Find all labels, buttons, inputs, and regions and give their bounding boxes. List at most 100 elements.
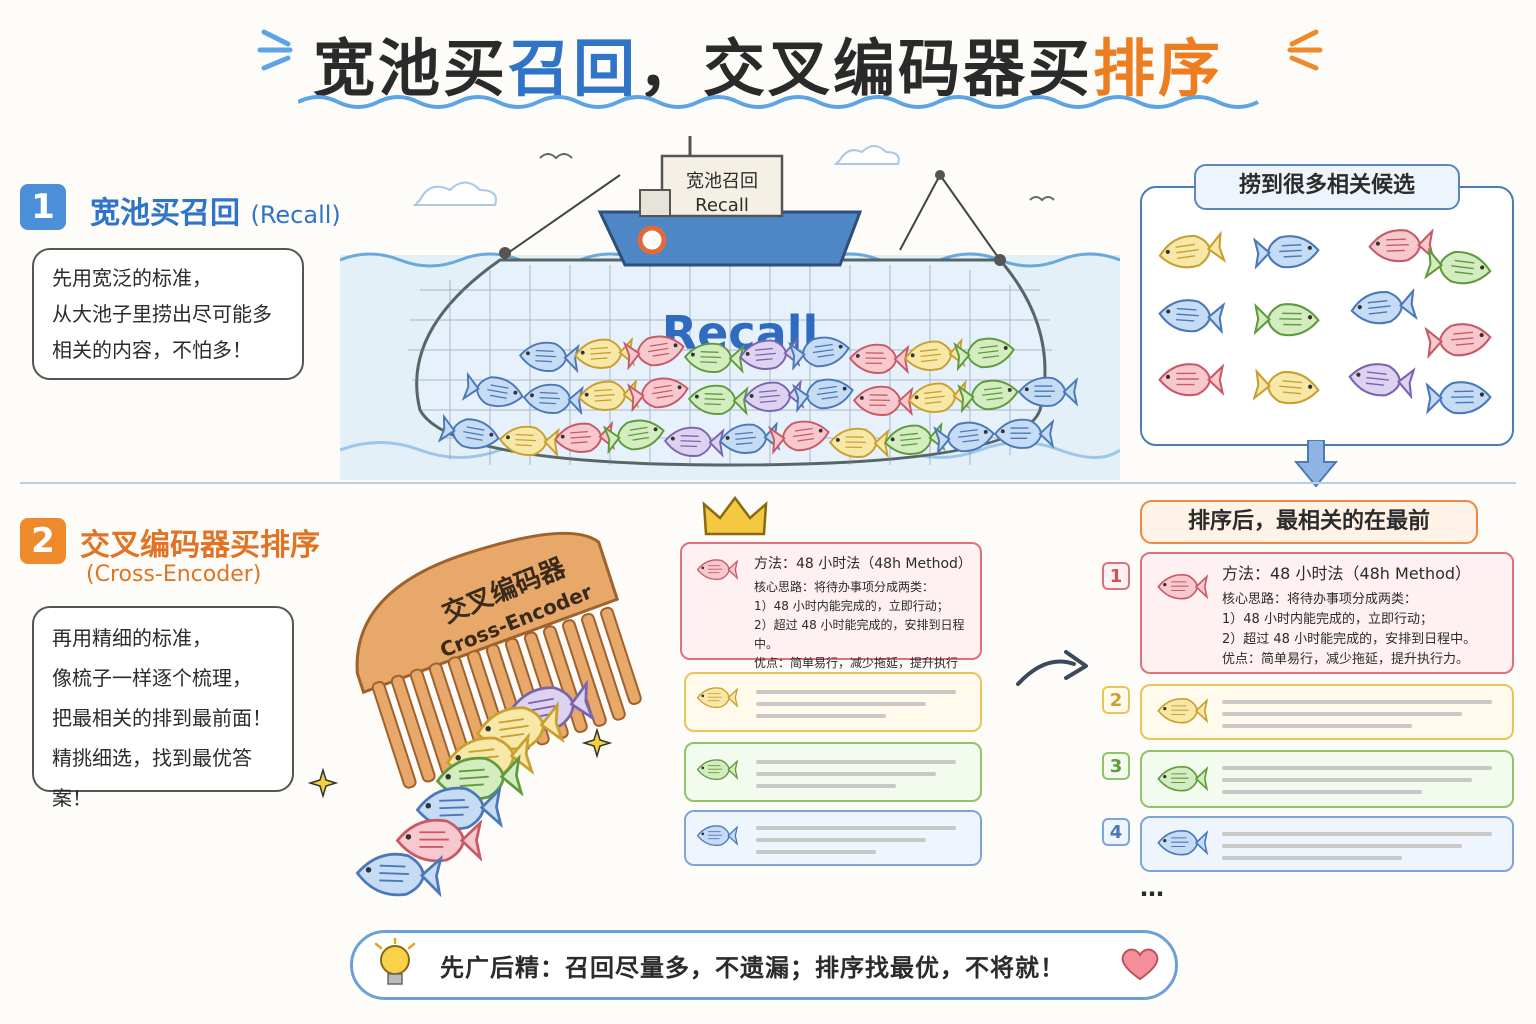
section-1-title-en: (Recall) (250, 201, 341, 229)
fish-icon (1157, 574, 1208, 600)
placeholder-line (1222, 844, 1462, 848)
boat-sign-en: Recall (695, 195, 749, 216)
net-fish-group (437, 330, 1078, 470)
fish-icon (437, 413, 500, 450)
right-sparkle-icon (1287, 29, 1323, 71)
fish-icon (957, 379, 1019, 414)
fish-icon (791, 378, 854, 414)
placeholder-line (756, 714, 886, 718)
rank-badge: 2 (1102, 686, 1130, 714)
recall-bubble-line: 从大池子里捞出尽可能多 (52, 302, 272, 326)
fish-icon (933, 421, 995, 456)
fish-icon (993, 418, 1054, 449)
placeholder-line (756, 850, 876, 854)
fish-icon (1157, 830, 1208, 856)
fish-icon (1253, 302, 1320, 337)
fish-icon (696, 687, 738, 708)
fish-icon (718, 421, 781, 454)
placeholder-line (1222, 832, 1492, 836)
fish-icon (522, 383, 584, 416)
fish-icon (1425, 381, 1492, 415)
section-1-badge: 1 (20, 184, 66, 230)
card-line: 核心思路：将待办事项分成两类： (754, 580, 935, 594)
down-arrow-icon (1294, 440, 1338, 488)
recall-bubble-line: 先用宽泛的标准， (52, 266, 212, 290)
fish-icon (1158, 299, 1226, 335)
rerank-speech-bubble: 再用精细的标准， 像梳子一样逐个梳理， 把最相关的排到最前面！ 精挑细选，找到最… (32, 606, 294, 810)
sorted-label: 排序后，最相关的在最前 (1140, 500, 1478, 544)
heart-icon (1121, 948, 1159, 981)
title-part-4: 排序 (1093, 32, 1224, 105)
card-line: 优点：简单易行，减少拖延，提升执行力。 (1222, 652, 1470, 667)
fish-icon (1423, 247, 1492, 285)
fish-icon (1424, 323, 1492, 360)
placeholder-line (1222, 778, 1472, 782)
fish-icon (626, 377, 689, 413)
placeholder-line (1222, 790, 1422, 794)
placeholder-line (1222, 712, 1462, 716)
placeholder-line (756, 826, 956, 830)
placeholder-line (756, 702, 926, 706)
sparkle-icon (582, 728, 612, 758)
fish-icon (1157, 766, 1208, 792)
section-divider (20, 482, 1516, 484)
card-line: 2）超过 48 小时能完成的，安排到日程中。 (754, 618, 965, 651)
rerank-bubble-line: 精挑细选，找到最优答案！ (52, 746, 252, 810)
sparkle-icon (308, 768, 338, 798)
section-2-title-en: (Cross-Encoder) (86, 562, 262, 587)
candidate-fish-group (1150, 220, 1500, 430)
fish-icon (498, 425, 560, 458)
fish-icon (663, 426, 725, 458)
placeholder-line (1222, 724, 1412, 728)
title-part-1: 宽池买 (312, 32, 508, 105)
recall-speech-bubble: 先用宽泛的标准， 从大池子里捞出尽可能多 相关的内容，不怕多！ (32, 248, 304, 380)
fish-icon (395, 818, 482, 863)
fish-icon (953, 337, 1015, 372)
combed-fish-group (340, 670, 596, 900)
fish-icon (602, 419, 665, 455)
card-line: 核心思路：将待办事项分成两类： (1222, 592, 1418, 607)
card-body: 核心思路：将待办事项分成两类： 1）48 小时内能完成的，立即行动； 2）超过 … (1222, 590, 1476, 670)
fish-icon (1158, 230, 1227, 269)
section-2-badge: 2 (20, 518, 66, 564)
title-part-2: 召回 (507, 32, 638, 105)
fish-icon (1157, 698, 1208, 724)
fish-icon (852, 385, 914, 417)
candidates-label: 捞到很多相关候选 (1194, 164, 1460, 210)
rerank-bubble-line: 再用精细的标准， (52, 626, 212, 650)
placeholder-line (756, 690, 956, 694)
placeholder-line (756, 772, 936, 776)
placeholder-line (1222, 856, 1402, 860)
fish-icon (1252, 368, 1320, 405)
placeholder-line (756, 838, 926, 842)
section-2-title: 交叉编码器买排序 (80, 528, 320, 563)
curved-arrow-icon (1016, 650, 1088, 686)
fish-icon (687, 384, 749, 416)
rerank-bubble-line: 把最相关的排到最前面！ (52, 706, 272, 730)
section-1-title-cn: 宽池买召回 (90, 196, 240, 231)
rank-badge: 1 (1102, 562, 1130, 590)
lightbulb-icon (374, 938, 416, 985)
placeholder-line (756, 760, 956, 764)
fish-icon (696, 825, 738, 846)
fish-icon (787, 336, 850, 372)
card-heading: 方法：48 小时法（48h Method） (1222, 564, 1472, 583)
card-line: 1）48 小时内能完成的，立即行动； (1222, 612, 1433, 627)
placeholder-line (1222, 700, 1492, 704)
crown-icon (702, 495, 768, 536)
card-body: 核心思路：将待办事项分成两类： 1）48 小时内能完成的，立即行动； 2）超过 … (754, 578, 980, 692)
boat-sign-cn: 宽池召回 (686, 171, 758, 192)
fish-icon (696, 759, 738, 780)
page-title: 宽池买召回，交叉编码器买排序 (0, 18, 1536, 108)
fish-icon (1158, 363, 1224, 397)
fish-icon (1350, 287, 1418, 325)
result-card-1: 方法：48 小时法（48h Method） 核心思路：将待办事项分成两类： 1）… (1140, 552, 1514, 674)
fish-icon (1348, 363, 1416, 400)
rerank-bubble-line: 像梳子一样逐个梳理， (52, 666, 252, 690)
rank-badge: 4 (1102, 818, 1130, 846)
title-part-3: ，交叉编码器买 (638, 32, 1094, 105)
fish-icon (696, 559, 738, 580)
fish-icon (683, 342, 745, 374)
fish-icon (622, 335, 685, 371)
placeholder-line (756, 784, 896, 788)
